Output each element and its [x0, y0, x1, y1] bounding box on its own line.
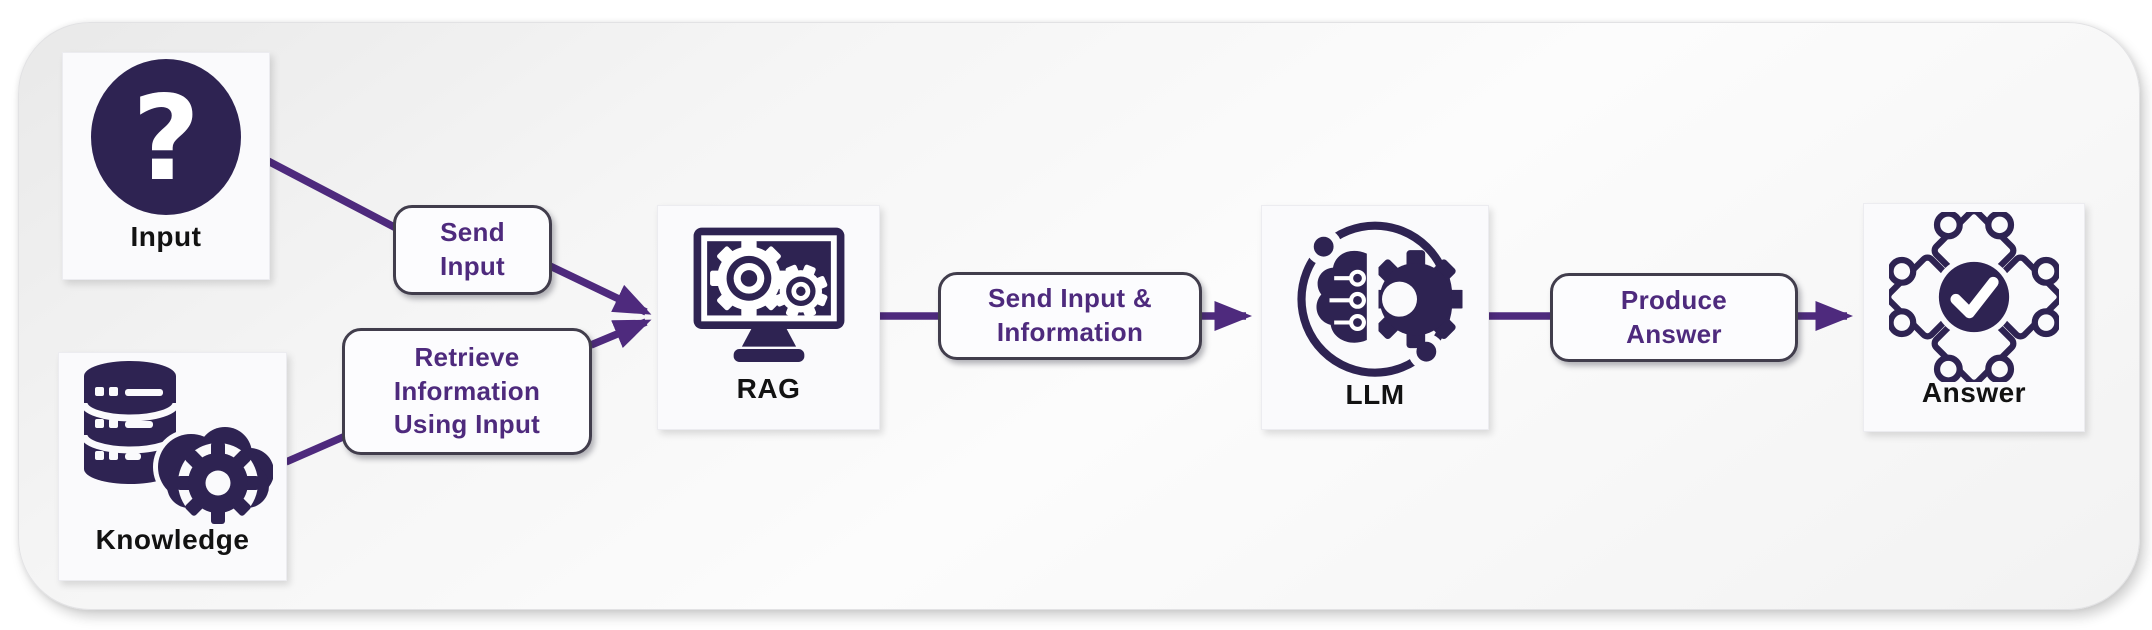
node-label-answer: Answer: [1921, 377, 2027, 408]
edge-label-line: Information: [393, 375, 541, 406]
arrow-knowledge-to-label: [284, 430, 352, 466]
edge-label-send-input: Send Input: [393, 205, 552, 295]
node-label-llm: LLM: [1345, 379, 1405, 410]
arrow-input-to-label: [266, 157, 400, 233]
monitor-gears-icon: [693, 227, 844, 362]
node-label-knowledge: Knowledge: [95, 524, 250, 555]
node-knowledge: Knowledge: [58, 352, 287, 581]
node-llm: LLM: [1261, 205, 1489, 430]
svg-text:?: ?: [132, 70, 200, 207]
edge-label-send-input-information: Send Input & Information: [938, 272, 1202, 360]
edge-label-retrieve-information: Retrieve Information Using Input: [342, 328, 592, 455]
node-label-input: Input: [130, 221, 202, 252]
node-rag: RAG: [657, 205, 880, 430]
question-mark-circle-icon: ?: [91, 59, 241, 215]
edge-label-line: Send: [440, 217, 505, 248]
brain-gear-orbit-icon: [1297, 221, 1463, 377]
edge-label-line: Produce: [1620, 284, 1728, 315]
node-label-rag: RAG: [736, 373, 801, 404]
edge-label-line: Answer: [1626, 318, 1722, 349]
edge-label-line: Information: [996, 317, 1144, 347]
node-answer: Answer: [1863, 203, 2085, 432]
node-input: ? Input: [62, 52, 270, 280]
arrow-label-to-rag-top: [548, 262, 652, 316]
edge-label-line: Input: [439, 251, 506, 281]
edge-label-line: Retrieve: [414, 341, 520, 372]
arrow-label-to-rag-bottom: [589, 318, 652, 349]
edge-label-produce-answer: Produce Answer: [1550, 273, 1798, 362]
edge-label-line: Using Input: [393, 409, 541, 440]
edge-label-line: Send Input &: [988, 283, 1152, 314]
database-cloud-gear-icon: [80, 361, 273, 524]
puzzle-check-icon: [1889, 212, 2059, 382]
